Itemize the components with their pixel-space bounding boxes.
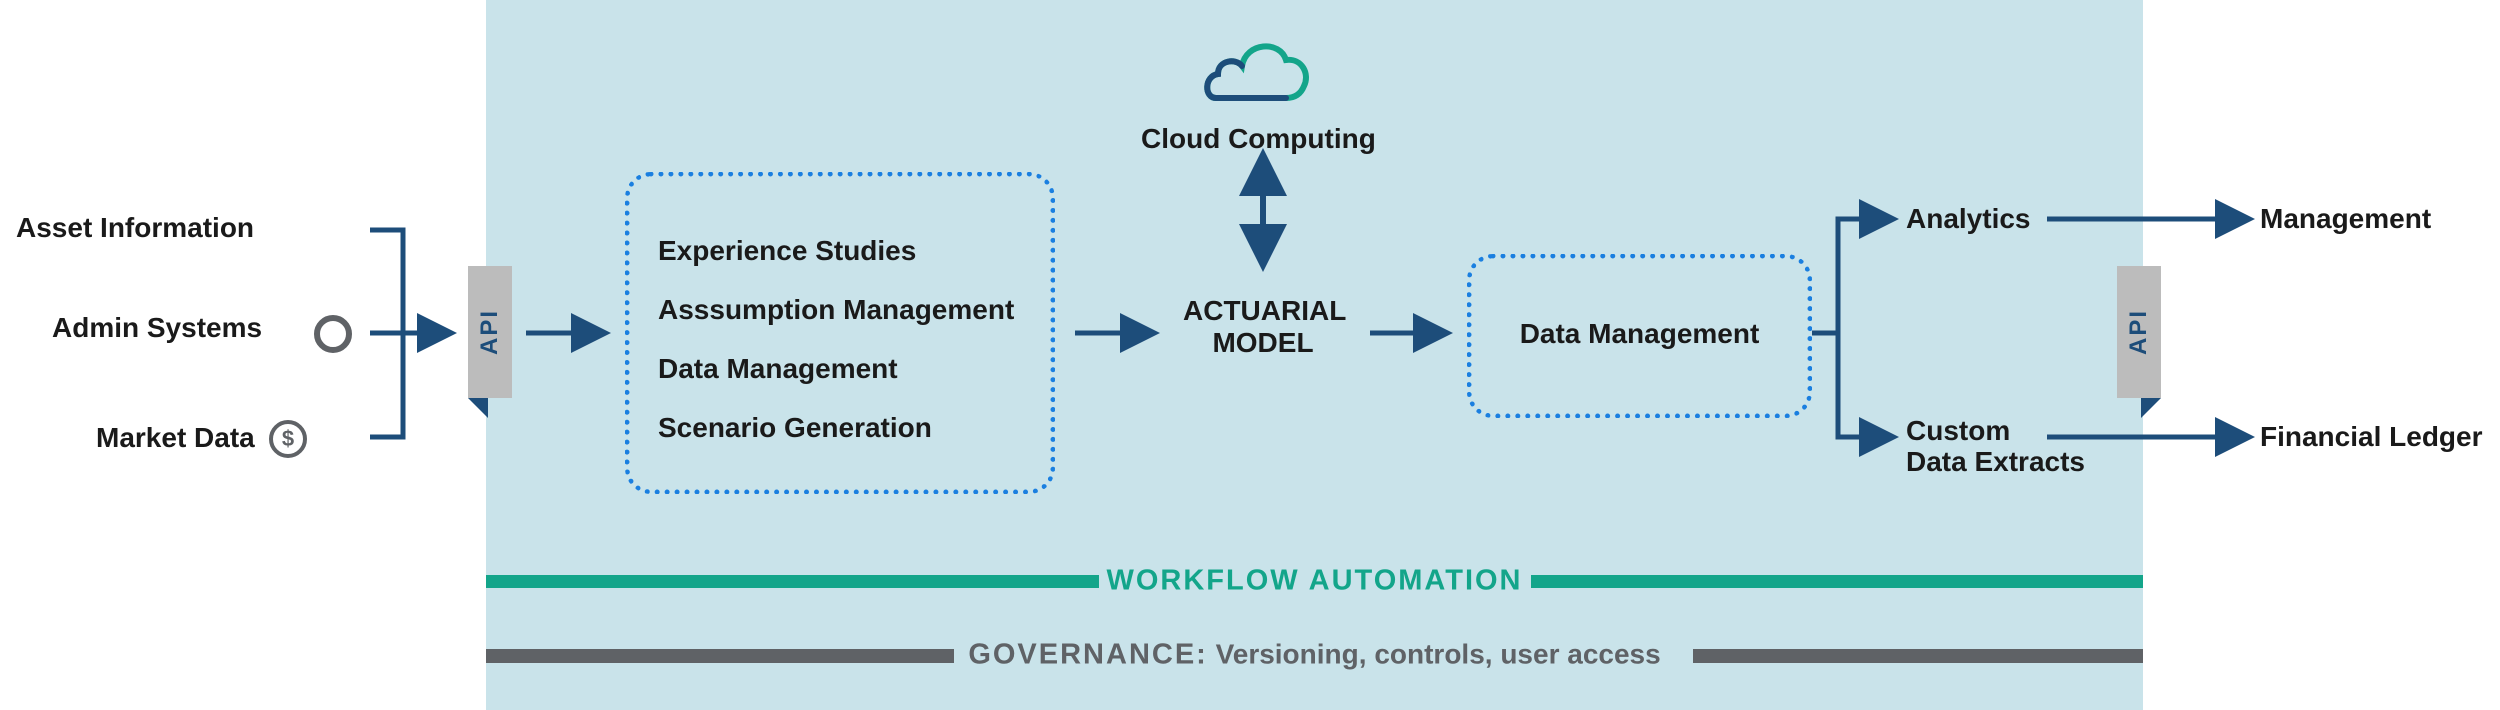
workflow-bar-right [1528, 575, 2143, 588]
item-experience-studies: Experience Studies [658, 235, 917, 266]
api-left-tab [468, 398, 488, 418]
source-market-data: Market Data [96, 422, 255, 453]
api-right: API [2117, 266, 2161, 418]
output-bracket [1835, 216, 1891, 440]
governance-title: GOVERNANCE: [968, 638, 1208, 671]
dollar-icon: $ [269, 420, 307, 458]
source-admin-systems: Admin Systems [52, 312, 263, 343]
admin-systems-icon [314, 315, 352, 353]
item-data-management: Data Management [658, 353, 898, 384]
governance-bar-right [1693, 649, 2143, 663]
governance-text: Versioning, controls, user access [1215, 638, 1661, 670]
data-management-box [1467, 254, 1812, 418]
workflow-label: WORKFLOW AUTOMATION [1098, 564, 1531, 598]
destination-financial-ledger: Financial Ledger [2260, 421, 2483, 452]
source-asset-information: Asset Information [16, 212, 255, 243]
api-right-label: API [2125, 308, 2152, 356]
api-right-tab [2141, 398, 2161, 418]
data-management-label: Data Management [1519, 318, 1760, 349]
output-analytics: Analytics [1906, 203, 2031, 234]
governance-label: GOVERNANCE: Versioning, controls, user a… [968, 639, 1660, 672]
output-custom-line1: Custom [1906, 415, 2011, 446]
model-line1: ACTUARIAL [1183, 295, 1347, 326]
api-left-label: API [476, 308, 503, 356]
output-custom-line2: Data Extracts [1906, 446, 2085, 477]
governance-band: GOVERNANCE: Versioning, controls, user a… [486, 639, 2143, 671]
workflow-bar-left [486, 575, 1106, 588]
item-assumption-management: Asssumption Management [658, 294, 1015, 325]
governance-bar-left [486, 649, 954, 663]
model-line2: MODEL [1212, 327, 1314, 358]
cloud-label: Cloud Computing [1141, 123, 1376, 154]
cloud-icon [1204, 43, 1309, 101]
item-scenario-generation: Scenario Generation [658, 412, 932, 443]
destination-management: Management [2260, 203, 2432, 234]
api-left: API [468, 266, 512, 418]
preprocessing-box [625, 172, 1055, 494]
workflow-automation-band: WORKFLOW AUTOMATION [486, 564, 2143, 598]
